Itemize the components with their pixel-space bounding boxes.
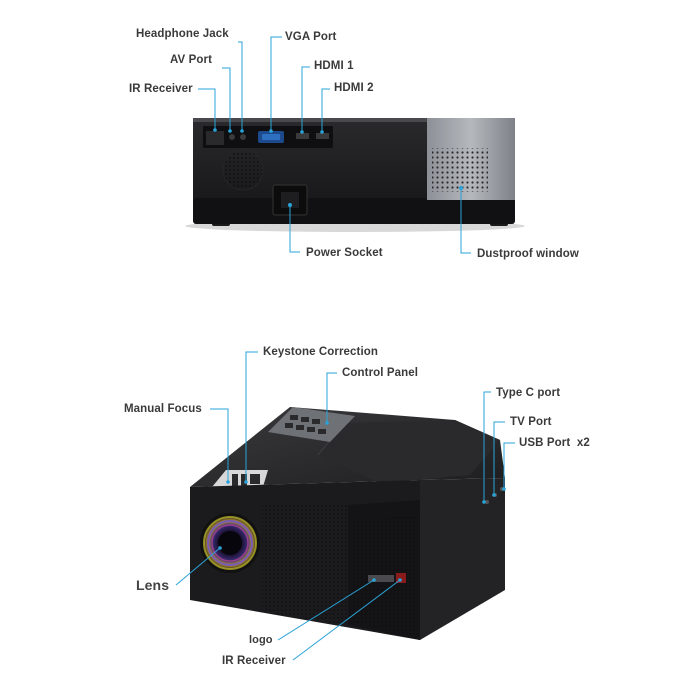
label-type-c-port: Type C port (496, 387, 561, 399)
label-hdmi1: HDMI 1 (314, 60, 354, 72)
label-headphone-jack: Headphone Jack (136, 28, 229, 40)
label-usb-port: USB Port x2 (519, 436, 590, 450)
label-power-socket: Power Socket (306, 247, 383, 259)
ir-receiver-window (206, 131, 224, 145)
dustproof-grille (432, 148, 488, 192)
rear-view (185, 118, 525, 232)
front-view (190, 407, 505, 640)
logo-plate (368, 575, 394, 582)
label-vga-port: VGA Port (285, 31, 337, 43)
label-usb-port-text: USB Port (519, 437, 571, 449)
label-keystone-correction: Keystone Correction (263, 346, 379, 358)
front-ir-receiver (396, 573, 406, 583)
label-ir-receiver-rear: IR Receiver (129, 83, 193, 95)
label-logo: logo (249, 634, 273, 646)
label-control-panel: Control Panel (342, 367, 419, 379)
headphone-jack (240, 134, 246, 140)
label-av-port: AV Port (170, 54, 213, 66)
rear-callout-lines (198, 36, 471, 254)
hdmi1-port (296, 133, 309, 139)
label-lens: Lens (136, 577, 170, 593)
projector-side-face (420, 478, 505, 640)
label-hdmi2: HDMI 2 (334, 82, 374, 94)
label-manual-focus: Manual Focus (124, 403, 202, 415)
front-callout-lines (175, 351, 515, 661)
speaker-grille (222, 149, 264, 191)
label-usb-count: x2 (576, 437, 590, 449)
label-dustproof-window: Dustproof window (477, 248, 579, 260)
hdmi2-port (316, 133, 329, 139)
control-buttons (285, 415, 326, 434)
av-port (229, 134, 235, 140)
label-tv-port: TV Port (510, 416, 552, 428)
control-panel-area (268, 407, 355, 442)
label-ir-receiver-front: IR Receiver (222, 655, 286, 667)
